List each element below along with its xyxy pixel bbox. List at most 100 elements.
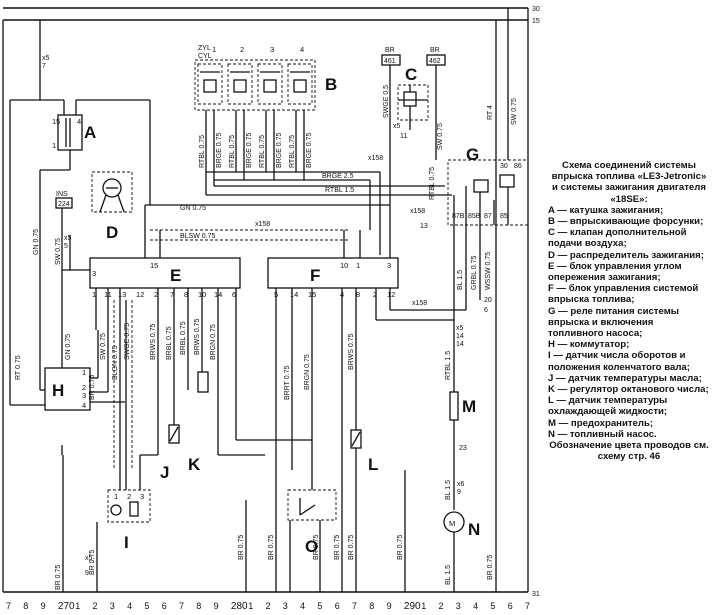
bottom-number: 9: [387, 601, 392, 611]
bottom-number: 280: [231, 601, 248, 612]
label-O: O: [305, 537, 318, 556]
pin14b-label: 14: [456, 341, 464, 348]
bottom-number: 8: [369, 601, 374, 611]
sw075-c-label: SW 0.75: [437, 123, 444, 150]
bottom-number: 1: [75, 601, 80, 611]
ignition-coil: [57, 114, 83, 151]
pin6-label: 6: [484, 307, 488, 314]
br075-left-label: BR 0.75: [89, 375, 96, 400]
x5-a: x5: [42, 55, 50, 62]
label-N: N: [468, 520, 480, 539]
legend-item-e: E — блок управления углом опережения заж…: [548, 260, 682, 284]
bus-15-label: 15: [532, 18, 540, 25]
bottom-number: 2: [439, 601, 444, 611]
legend-item-l: L — датчик температуры охлаждающей жидко…: [548, 395, 668, 418]
conn-461: 461: [384, 58, 396, 65]
brws-e-label: BRWS 0.75: [150, 323, 157, 360]
pin7-label: 7: [42, 63, 46, 70]
left-wires: [9, 20, 151, 592]
pin5-label: 5: [64, 243, 68, 250]
bottom-number: 7: [352, 601, 357, 611]
brgn2-label: BRGN 0.75: [304, 354, 311, 390]
x158-d: x158: [412, 300, 427, 307]
br462-label: BR: [430, 47, 440, 54]
injection-ecu-block: [267, 257, 399, 289]
label-G: G: [466, 145, 479, 164]
e-pin-3: 3: [92, 269, 96, 278]
injector-zyl: ZYL: [198, 45, 211, 52]
pin9-n: 9: [457, 489, 461, 496]
bottom-number: 6: [335, 601, 340, 611]
i-pin-2: 2: [127, 492, 131, 501]
e-pin-12: 12: [136, 290, 144, 299]
bottom-number: 290: [404, 601, 421, 612]
legend-item-k: K — регулятор октанового числа;: [548, 384, 709, 396]
legend-item-g: G — реле питания системы впрыска и включ…: [548, 305, 680, 340]
legend-item-d: D — распределитель зажигания;: [548, 249, 704, 261]
brbl-label: BRBL 0.75: [166, 326, 173, 360]
label-B: B: [325, 75, 337, 94]
rt4-label: RT 4: [487, 105, 494, 120]
crank-sensor: [107, 489, 151, 523]
bottom-number: 9: [214, 601, 219, 611]
br075-bot-4: BR 0.75: [348, 535, 355, 560]
bottom-number: 1: [248, 601, 253, 611]
h-pin-1: 1: [82, 368, 86, 377]
bottom-number: 3: [110, 601, 115, 611]
x158-a: x158: [255, 221, 270, 228]
brge25-label: BRGE 2.5: [322, 173, 354, 180]
gn075-left-label: GN 0.75: [33, 229, 40, 255]
x158-c: x158: [410, 208, 425, 215]
br075-bot-5: BR 0.75: [397, 535, 404, 560]
inj-brge-2: BRGE 0.75: [246, 132, 253, 168]
legend-item-m: M — предохранитель;: [548, 417, 654, 429]
bottom-number: 2: [266, 601, 271, 611]
pin14-n: 14: [456, 333, 464, 340]
inj-brge-4: BRGE 0.75: [306, 132, 313, 168]
legend-item-i: I — датчик числа оборотов и положения ко…: [548, 350, 690, 373]
legend-title: Схема соединений системы впрыска топлива…: [551, 160, 707, 205]
label-E: E: [170, 266, 181, 285]
h-pin-3: 3: [82, 391, 86, 400]
bottom-number: 3: [456, 601, 461, 611]
inj-brge-3: BRGE 0.75: [276, 132, 283, 168]
conn-462: 462: [429, 58, 441, 65]
ge23-label: 23: [459, 445, 467, 452]
relay-pin-85: 85: [500, 213, 508, 220]
rt075-label: RT 0.75: [15, 355, 22, 380]
legend-item-j: J — датчик температуры масла;: [548, 372, 702, 384]
e-pin-2: 2: [154, 290, 158, 299]
sw075-r-label: SW 0.75: [511, 98, 518, 125]
injector-num-3: 3: [270, 45, 274, 54]
bottom-number: 270: [58, 601, 75, 612]
label-A: A: [84, 123, 96, 142]
wssw-label: WSSW 0.75: [485, 252, 492, 290]
bottom-number: 1: [421, 601, 426, 611]
distributor: [91, 171, 133, 213]
h-pin-2: 2: [82, 383, 86, 392]
x5-d: x5: [85, 555, 93, 562]
e-pin-8: 8: [184, 290, 188, 299]
bl15-n-label: BL 1.5: [445, 480, 452, 500]
injector-cyl: CYL: [198, 53, 212, 60]
coil-pin-15: 15: [52, 117, 60, 126]
swge-label: SWGE 0.75: [124, 323, 131, 360]
e-pin-1: 1: [92, 290, 96, 299]
pin9-label: 9: [85, 570, 89, 577]
injector-num-2: 2: [240, 45, 244, 54]
f-pin-1: 1: [356, 261, 360, 270]
e-pin-6: 6: [232, 290, 236, 299]
ignition-ecu-block: [89, 257, 241, 289]
commutator: [44, 367, 91, 411]
br075-bot-3: BR 0.75: [334, 535, 341, 560]
brgn-label: BRGN 0.75: [210, 324, 217, 360]
rtbl-m-label: RTBL 1.5: [445, 351, 452, 380]
label-J: J: [160, 463, 169, 482]
brbl2-label: BRBL 0.75: [180, 321, 187, 355]
bottom-number: 4: [473, 601, 478, 611]
rtbl15-label: RTBL 1.5: [325, 187, 354, 194]
x5-c: x5: [393, 123, 401, 130]
f-pin-2: 2: [373, 290, 377, 299]
octane-regulator: [197, 371, 209, 393]
